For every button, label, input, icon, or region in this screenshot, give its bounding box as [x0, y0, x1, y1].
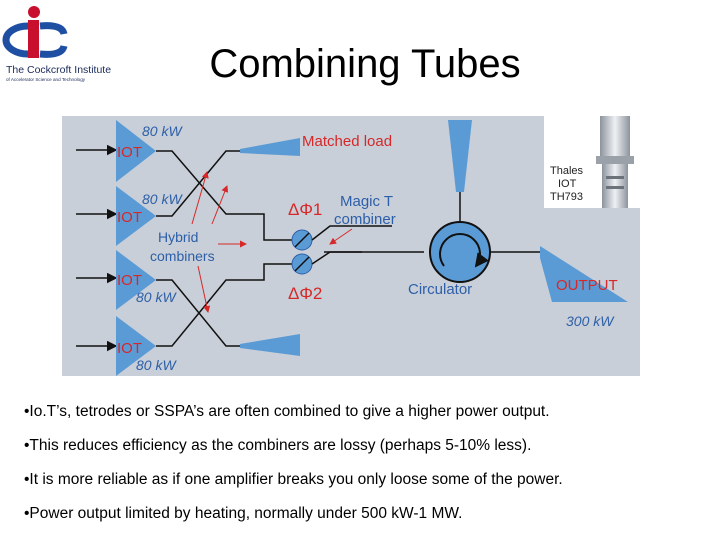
- bullet-item: •It is more reliable as if one amplifier…: [24, 471, 563, 488]
- pointer-arrow-1: [191, 171, 209, 225]
- iot-amplifier-3: [116, 250, 156, 310]
- iot-tube-image: [596, 116, 634, 208]
- logo-arc-right-2: [39, 44, 68, 58]
- output-power-label: 300 kW: [566, 313, 615, 329]
- iot-amplifier-4: [116, 316, 156, 376]
- magic-t-pointer: [329, 228, 353, 245]
- phase-label-2: ΔΦ2: [288, 284, 322, 303]
- iot-label-2: IOT: [117, 209, 142, 226]
- power-label-1: 80 kW: [142, 123, 183, 139]
- bullet-list: •Io.T’s, tetrodes or SSPA’s are often co…: [24, 402, 714, 538]
- iot-label-3: IOT: [117, 272, 142, 289]
- bullet-item: •Io.T’s, tetrodes or SSPA’s are often co…: [24, 403, 550, 420]
- iot-amplifier-2: [116, 186, 156, 246]
- matched-load-lower: [240, 334, 300, 356]
- feed-line-upper: [240, 213, 302, 241]
- pointer-arrow-3: [197, 265, 211, 313]
- circulator: [429, 221, 491, 283]
- matched-load-label: Matched load: [302, 133, 392, 150]
- magic-t-label-2: combiner: [334, 211, 396, 228]
- hybrid-lower-path-b: [156, 279, 240, 347]
- phase-label-1: ΔΦ1: [288, 200, 322, 219]
- output-taper: [540, 246, 628, 302]
- logo-org-name: The Cockcroft Institute: [6, 64, 111, 76]
- phase-shifter-1: [291, 229, 313, 251]
- logo-arc-left: [2, 22, 29, 58]
- page-title: Combining Tubes: [209, 42, 521, 86]
- circulator-load: [448, 120, 472, 192]
- phase-shifter-2: [291, 253, 313, 275]
- output-label: OUTPUT: [556, 277, 618, 294]
- bullet-item: •This reduces efficiency as the combiner…: [24, 437, 532, 454]
- logo-stem: [28, 20, 39, 58]
- feed-line-lower: [240, 263, 302, 281]
- power-label-3: 80 kW: [136, 289, 177, 305]
- matched-load-upper: [240, 138, 300, 156]
- magic-t-arm-top: [311, 225, 392, 241]
- bullet-item: •Power output limited by heating, normal…: [24, 505, 463, 522]
- iot-label-4: IOT: [117, 340, 142, 357]
- combiner-diagram: Thales IOT TH793 IOT IOT IOT IOT 80 kW 8…: [62, 116, 640, 376]
- logo-dot: [28, 6, 40, 18]
- hybrid-upper-path-b: [156, 150, 240, 217]
- hybrid-label-1: Hybrid: [158, 229, 198, 245]
- logo-tagline: of Accelerator Science and Technology: [6, 77, 86, 82]
- power-label-4: 80 kW: [136, 357, 177, 373]
- thales-label-3: TH793: [550, 191, 583, 203]
- diagram-background: [62, 116, 640, 376]
- logo-arc-right: [39, 22, 68, 36]
- magic-t-label-1: Magic T: [340, 193, 393, 210]
- iot-amplifier-1: [116, 120, 156, 182]
- hybrid-label-2: combiners: [150, 248, 215, 264]
- thales-label-1: Thales: [550, 165, 584, 177]
- thales-label-2: IOT: [558, 178, 577, 190]
- circulator-label: Circulator: [408, 281, 472, 298]
- iot-label-1: IOT: [117, 144, 142, 161]
- power-label-2: 80 kW: [142, 191, 183, 207]
- pointer-arrow-2: [211, 185, 229, 225]
- cockcroft-logo: The Cockcroft Institute of Accelerator S…: [2, 6, 111, 82]
